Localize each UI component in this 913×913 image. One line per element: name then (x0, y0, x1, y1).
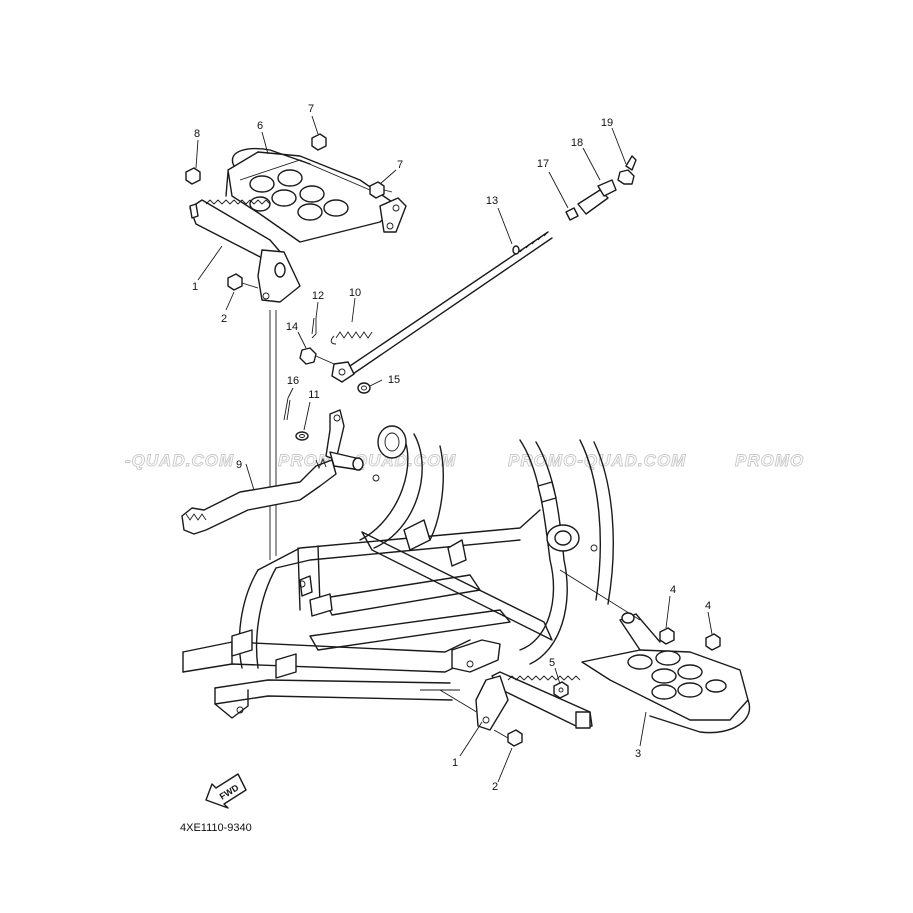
callout-6: 6 (257, 120, 263, 132)
callout-4-left: 4 (670, 584, 676, 596)
callout-1-upper: 1 (192, 281, 198, 293)
callout-12: 12 (312, 290, 324, 302)
callout-3: 3 (635, 748, 641, 760)
right-footrest-assembly (475, 612, 751, 747)
callout-8: 8 (194, 128, 200, 140)
callout-11: 11 (308, 389, 319, 401)
watermark-2: PROMO-QUAD.COM (278, 451, 456, 470)
watermark-1: -QUAD.COM (125, 451, 234, 470)
callout-15: 15 (388, 374, 400, 386)
watermark-3: PROMO-QUAD.COM (508, 451, 686, 470)
callout-16: 16 (287, 375, 299, 387)
watermark-4: PROMO (735, 451, 804, 470)
part-code: 4XE1110-9340 (180, 822, 252, 834)
callout-9: 9 (236, 459, 242, 471)
left-footrest-assembly (185, 133, 407, 303)
callout-17: 17 (537, 158, 549, 170)
callout-18: 18 (571, 137, 583, 149)
callout-14: 14 (286, 321, 298, 333)
brake-pedal-assembly (181, 155, 637, 535)
forward-direction-icon: FWD (205, 773, 247, 809)
callout-5: 5 (549, 657, 555, 669)
callout-13: 13 (486, 195, 498, 207)
callout-1-lower: 1 (452, 757, 458, 769)
callout-7-top: 7 (308, 103, 314, 115)
callout-2-upper: 2 (221, 313, 227, 325)
callout-labels: 1 2 6 7 7 8 9 10 11 12 13 14 15 16 17 18… (192, 103, 711, 793)
watermark-layer: -QUAD.COM PROMO-QUAD.COM PROMO-QUAD.COM … (125, 451, 804, 471)
leader-lines (195, 115, 713, 783)
callout-10: 10 (349, 287, 361, 299)
callout-19: 19 (601, 117, 613, 129)
callout-7-right: 7 (397, 159, 403, 171)
callout-2-lower: 2 (492, 781, 498, 793)
callout-4-right: 4 (705, 600, 711, 612)
frame-assembly (182, 310, 641, 721)
